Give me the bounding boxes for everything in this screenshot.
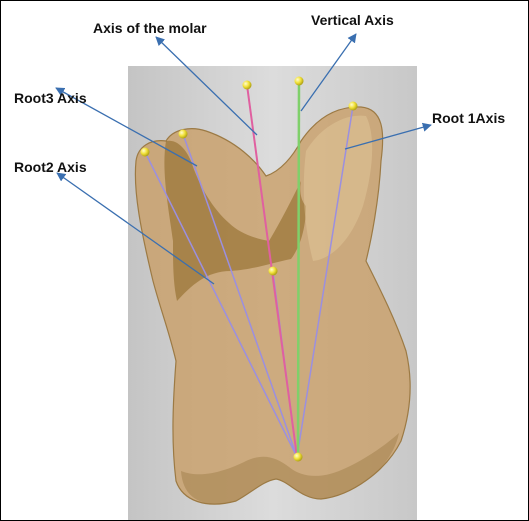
label-root2-axis: Root2 Axis <box>14 159 87 175</box>
marker-root3-apex <box>178 129 188 139</box>
marker-root2-apex <box>140 147 150 157</box>
arrow-vertical-axis <box>300 33 357 112</box>
marker-crown-center <box>293 452 303 462</box>
arrow-root1-axis <box>344 122 432 150</box>
root1-highlight <box>303 115 373 261</box>
label-vertical-axis: Vertical Axis <box>311 12 394 28</box>
marker-root1-apex <box>348 101 358 111</box>
root1-axis-line <box>296 105 354 458</box>
arrow-root2-axis <box>56 172 215 285</box>
arrow-axis-of-molar <box>155 36 258 136</box>
root2-axis-line <box>144 151 298 458</box>
root3-axis-line <box>182 133 298 458</box>
crown-shading <box>181 433 399 504</box>
vertical-axis-line <box>296 80 301 458</box>
label-root3-axis: Root3 Axis <box>14 90 87 106</box>
marker-molar-axis-top <box>242 80 252 90</box>
label-root1-axis: Root 1Axis <box>432 110 505 126</box>
marker-vertical-axis-top <box>294 76 304 86</box>
arrow-root3-axis <box>55 87 198 167</box>
label-axis-of-molar: Axis of the molar <box>93 20 207 36</box>
marker-furcation <box>268 266 278 276</box>
